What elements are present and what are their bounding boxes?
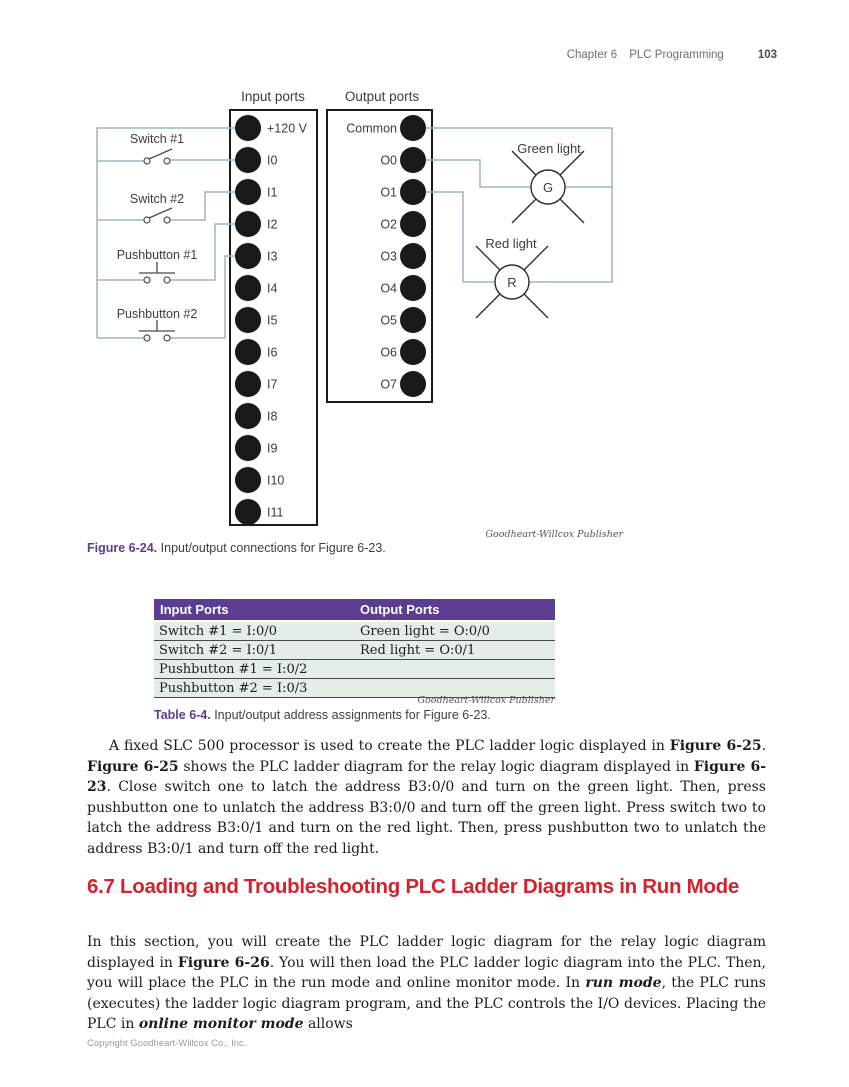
output-port-label: O1 <box>380 186 397 200</box>
output-port-label: O5 <box>380 314 397 328</box>
input-port-label: I5 <box>267 314 277 328</box>
output-port-labels: Common O0 O1 O2 O3 O4 O5 O6 O7 <box>346 122 397 392</box>
input-port-label: I3 <box>267 250 277 264</box>
switch-1-label: Switch #1 <box>130 132 184 146</box>
output-port-label: O4 <box>380 282 397 296</box>
table-caption: Table 6-4. Input/output address assignme… <box>154 708 574 722</box>
green-light-letter: G <box>543 180 553 195</box>
section-heading: 6.7 Loading and Troubleshooting PLC Ladd… <box>87 875 739 898</box>
page-number: 103 <box>757 49 777 61</box>
input-port-label: I1 <box>267 186 277 200</box>
table-cell: Switch #2 = I:0/1 <box>159 642 277 658</box>
key-term: run mode <box>585 975 662 991</box>
input-ports-title: Input ports <box>241 89 305 104</box>
figure-caption-text: Input/output connections for Figure 6-23… <box>157 541 386 555</box>
pushbutton-1-symbol: Pushbutton #1 <box>117 248 198 284</box>
output-port-label: O0 <box>380 154 397 168</box>
input-port-label: I7 <box>267 378 277 392</box>
output-port-label: O2 <box>380 218 397 232</box>
red-light-letter: R <box>507 275 516 290</box>
input-port-label: I2 <box>267 218 277 232</box>
pushbutton-2-label: Pushbutton #2 <box>117 307 198 321</box>
input-port-label: I0 <box>267 154 277 168</box>
output-port-label: O3 <box>380 250 397 264</box>
table-row: Pushbutton #2 = I:0/3 <box>154 679 555 698</box>
paragraph-2: In this section, you will create the PLC… <box>87 932 766 1035</box>
table-cell: Pushbutton #1 = I:0/2 <box>159 661 308 677</box>
body-text: , the PLC runs (executes) the ladder log… <box>87 975 766 1032</box>
table-row: Switch #1 = I:0/0 Green light = O:0/0 <box>154 622 555 641</box>
figure-ref: Figure 6-25 <box>669 738 762 754</box>
green-light-label: Green light <box>517 141 581 156</box>
body-text: A fixed SLC 500 processor is used to cre… <box>109 738 670 754</box>
input-wiring <box>96 127 235 339</box>
input-port-label: I4 <box>267 282 277 296</box>
body-text: . You will then load the PLC ladder logi… <box>87 954 766 992</box>
table-cell: Switch #1 = I:0/0 <box>159 623 277 639</box>
red-light-lamp: Red light R <box>475 236 549 319</box>
body-text: In this section, you will create the PLC… <box>87 934 766 971</box>
table-body: Switch #1 = I:0/0 Green light = O:0/0 Sw… <box>154 622 555 698</box>
output-port-label: O6 <box>380 346 397 360</box>
green-light-lamp: Green light G <box>511 141 585 224</box>
output-port-label: Common <box>346 122 397 136</box>
table-header-input-ports: Input Ports <box>160 602 229 617</box>
figure-caption-label: Figure 6-24. <box>87 541 158 555</box>
key-term: online monitor mode <box>138 1016 304 1032</box>
io-connections-diagram: Input ports Output ports Switch #1 <box>96 89 613 526</box>
input-port-terminals <box>235 115 261 525</box>
output-port-label: O7 <box>380 378 397 392</box>
input-port-label: I6 <box>267 346 277 360</box>
io-address-table: Input Ports Output Ports Switch #1 = I:0… <box>154 599 555 698</box>
output-wiring <box>426 127 613 283</box>
input-port-label: I11 <box>267 506 283 520</box>
pushbutton-1-label: Pushbutton #1 <box>117 248 198 262</box>
figure-ref: Figure 6-23 <box>87 758 767 796</box>
table-row: Switch #2 = I:0/1 Red light = O:0/1 <box>154 641 555 660</box>
table-header-output-ports: Output Ports <box>360 602 440 617</box>
output-port-terminals <box>400 115 426 397</box>
table-caption-label: Table 6-4. <box>154 708 211 722</box>
body-text: . <box>761 738 767 754</box>
chapter-label: Chapter 6 <box>566 49 618 61</box>
body-text: allows <box>303 1016 353 1032</box>
input-port-label: I10 <box>267 474 284 488</box>
input-port-labels: +120 V I0 I1 I2 I3 I4 I5 I6 I7 I8 I9 I10… <box>267 122 308 520</box>
table-credit: Goodheart-Willcox Publisher <box>417 695 555 706</box>
running-head: Chapter 6 PLC Programming 103 <box>0 49 777 61</box>
body-text: shows the PLC ladder diagram for the rel… <box>178 758 694 775</box>
table-cell: Pushbutton #2 = I:0/3 <box>159 680 308 696</box>
input-port-label: +120 V <box>267 122 308 136</box>
input-port-label: I9 <box>267 442 277 456</box>
figure-caption: Figure 6-24. Input/output connections fo… <box>87 541 386 555</box>
table-header-row: Input Ports Output Ports <box>154 599 555 620</box>
output-ports-title: Output ports <box>345 89 420 104</box>
figure-credit: Goodheart-Willcox Publisher <box>485 529 623 540</box>
switch-1-symbol: Switch #1 <box>130 132 184 165</box>
table-caption-text: Input/output address assignments for Fig… <box>210 708 491 722</box>
table-cell: Green light = O:0/0 <box>360 623 490 639</box>
table-cell: Red light = O:0/1 <box>360 642 476 658</box>
chapter-title: PLC Programming <box>629 49 724 61</box>
paragraph-1: A fixed SLC 500 processor is used to cre… <box>87 736 766 859</box>
pushbutton-2-symbol: Pushbutton #2 <box>117 307 198 342</box>
body-text: . Close switch one to latch the address … <box>87 779 766 857</box>
figure-ref: Figure 6-25 <box>87 758 179 775</box>
switch-2-symbol: Switch #2 <box>130 192 184 224</box>
figure-ref: Figure 6-26 <box>177 954 270 971</box>
input-port-label: I8 <box>267 410 277 424</box>
switch-2-label: Switch #2 <box>130 192 184 206</box>
red-light-label: Red light <box>485 236 537 251</box>
table-row: Pushbutton #1 = I:0/2 <box>154 660 555 679</box>
copyright-notice: Copyright Goodheart-Willcox Co., Inc. <box>87 1038 247 1049</box>
